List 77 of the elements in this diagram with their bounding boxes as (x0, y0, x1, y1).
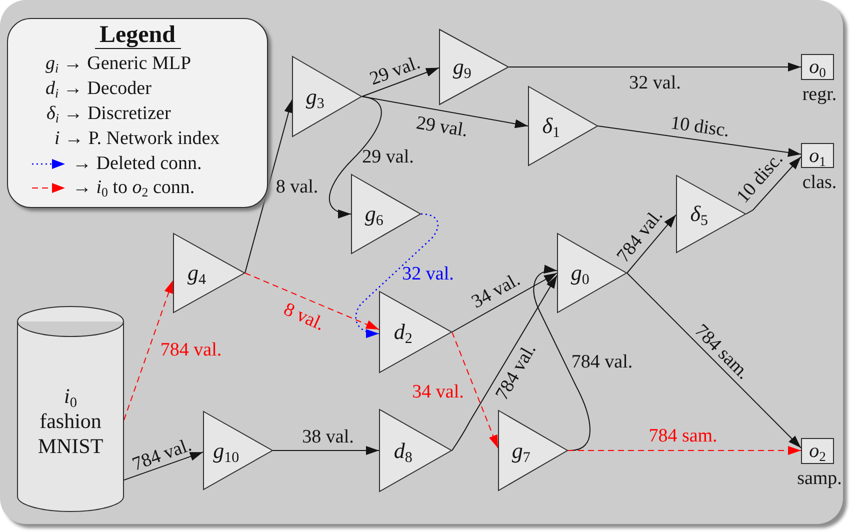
node-label: o$_{1}$ (809, 144, 826, 166)
edge-label: 10 disc. (669, 113, 731, 141)
dotted-arrow (355, 213, 438, 338)
arrow (508, 62, 802, 72)
arrow (328, 96, 382, 218)
node-label: g$_{3}$ (306, 84, 324, 108)
arrow (746, 156, 802, 214)
triangle-block (379, 291, 452, 373)
node-caption: samp. (797, 468, 842, 488)
legend-entry: δ$_{i}$ → Discretizer (46, 102, 171, 125)
edge-label: 32 val. (629, 74, 681, 92)
edge-label: 784 val. (571, 352, 633, 372)
edge-label: 784 val. (614, 206, 666, 266)
node-label: g$_{6}$ (364, 202, 384, 226)
arrow (244, 99, 293, 274)
node-label: δ$_{1}$ (542, 114, 560, 138)
node-label: o$_{0}$ (809, 56, 826, 78)
edge-label: 10 disc. (733, 149, 787, 207)
node-label: δ$_{5}$ (690, 202, 708, 226)
arrow (533, 266, 590, 451)
edge-label: 29 val. (362, 148, 414, 166)
terminal-box (801, 54, 834, 80)
node-caption: regr. (802, 85, 837, 105)
arrow (362, 67, 440, 97)
edge-label: 784 val. (492, 340, 540, 404)
edge-label: 38 val. (302, 428, 354, 446)
arrow (626, 214, 676, 274)
arrow (598, 126, 802, 157)
terminal-box (801, 438, 834, 464)
triangle-block (351, 174, 421, 254)
node-label: g$_{9}$ (452, 55, 472, 79)
legend-entry: → Deleted conn. (72, 152, 202, 175)
arrow (452, 272, 558, 332)
edge-label: 784 sam. (691, 321, 753, 383)
edge-label: 8 val. (276, 178, 318, 196)
triangle-block (528, 86, 598, 166)
arrow (272, 446, 380, 455)
dashed-arrow (244, 272, 380, 330)
triangle-block (173, 233, 245, 313)
dashed-arrow (124, 280, 174, 420)
node-label: o$_{2}$ (809, 440, 826, 462)
edge-label: 8 val. (280, 300, 328, 334)
edge-label: 32 val. (402, 264, 454, 284)
arrow (626, 272, 802, 448)
legend-title: Legend (94, 22, 180, 49)
dashed-arrow (452, 332, 498, 449)
node-label: d$_{2}$ (394, 320, 412, 344)
triangle-block (379, 409, 452, 492)
triangle-block (292, 56, 362, 137)
triangle-block (439, 29, 509, 105)
legend-entry: d$_{i}$ → Decoder (46, 78, 152, 100)
dashed-arrow (568, 446, 802, 455)
node-label: g$_{10}$ (213, 438, 240, 462)
node-label: g$_{4}$ (188, 261, 206, 285)
arrow (362, 96, 528, 128)
legend-entry: → i$_{0}$ to o$_{2}$ conn. (72, 177, 195, 200)
node-label: fashion MNIST (36, 408, 104, 458)
node-caption: clas. (802, 173, 837, 193)
edge-label: 29 val. (367, 53, 423, 89)
edge-label: 29 val. (414, 114, 470, 140)
node-label: g$_{0}$ (570, 261, 590, 285)
edge-label: 784 val. (130, 436, 194, 474)
legend-entry: i → P. Network index (54, 128, 220, 150)
triangle-block (498, 410, 568, 491)
edge-label: 34 val. (412, 382, 464, 402)
triangle-block (203, 411, 273, 490)
edge-label: 34 val. (468, 270, 524, 312)
arrow (452, 274, 558, 451)
terminal-box (801, 143, 834, 168)
node-label: g$_{7}$ (512, 438, 530, 462)
database-cylinder (17, 306, 124, 512)
edge-label: 784 val. (160, 340, 222, 360)
node-label: d$_{8}$ (394, 438, 412, 462)
edge-label: 784 sam. (648, 426, 718, 446)
arrow (124, 452, 204, 481)
legend-entry: g$_{i}$ → Generic MLP (46, 53, 192, 76)
node-label: i$_{0}$ (64, 384, 77, 408)
